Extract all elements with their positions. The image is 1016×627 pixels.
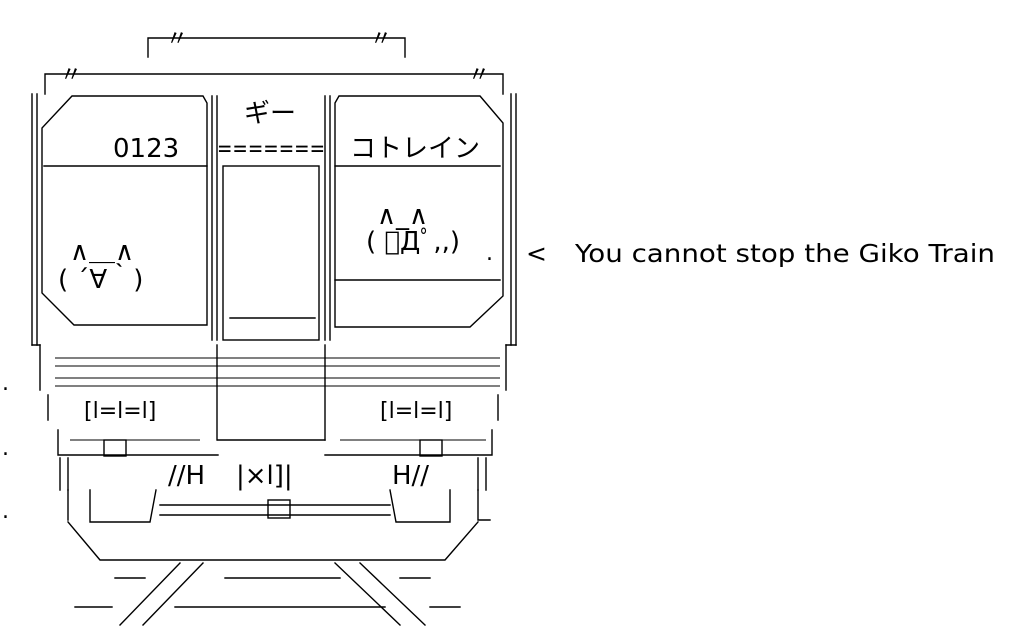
right-face-ears: ∧_∧ bbox=[377, 201, 428, 231]
right-plate: [l=l=l] bbox=[380, 399, 452, 424]
lower-center-mark: |×l]| bbox=[236, 461, 293, 491]
left-face: ( ´∀｀) bbox=[58, 262, 143, 295]
center-door: ギー ======= bbox=[217, 95, 331, 341]
rails bbox=[74, 562, 461, 626]
side-dot: . bbox=[2, 499, 9, 524]
train-lower-body: [l=l=l] [l=l=l] //H |×l]| H// bbox=[39, 344, 507, 523]
right-face: ( ﾟДﾟ,,) bbox=[366, 227, 460, 257]
top-center-rule: ======= bbox=[217, 137, 325, 162]
top-center-sign: ギー bbox=[244, 99, 296, 129]
svg-text:〃: 〃 bbox=[166, 27, 188, 52]
svg-text:〃: 〃 bbox=[60, 63, 82, 88]
svg-text:〃: 〃 bbox=[468, 63, 490, 88]
left-window-number: 0123 bbox=[113, 134, 179, 164]
left-plate: [l=l=l] bbox=[84, 399, 156, 424]
train-skirt bbox=[67, 521, 479, 561]
left-face-ears: ∧＿∧ bbox=[70, 237, 134, 267]
speech-pointer: < bbox=[526, 239, 547, 268]
lower-right-mark: H// bbox=[392, 461, 429, 491]
side-dots: . . . bbox=[2, 371, 9, 524]
right-window-sign: コトレイン bbox=[350, 134, 480, 164]
svg-text:〃: 〃 bbox=[370, 27, 392, 52]
speech-text: You cannot stop the Giko Train bbox=[574, 239, 995, 268]
train-body-frame bbox=[31, 93, 517, 346]
right-window: コトレイン ∧_∧ ( ﾟДﾟ,,) . bbox=[334, 95, 504, 328]
speech: < You cannot stop the Giko Train bbox=[526, 239, 995, 268]
svg-text:.: . bbox=[486, 241, 493, 266]
lower-left-mark: //H bbox=[168, 461, 205, 491]
side-dot: . bbox=[2, 436, 9, 461]
side-dot: . bbox=[2, 371, 9, 396]
train-roof: 〃 〃 〃 〃 bbox=[44, 27, 504, 95]
left-window: 0123 ∧＿∧ ( ´∀｀) bbox=[41, 95, 218, 341]
